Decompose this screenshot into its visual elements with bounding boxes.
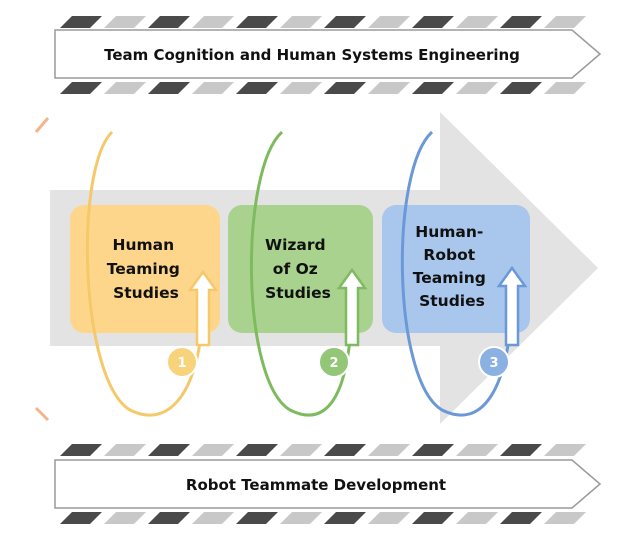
stage-1-label: Human Teaming Studies	[107, 236, 186, 302]
banner-stripe	[500, 82, 542, 94]
banner-stripe	[280, 16, 322, 28]
banner-stripe	[104, 444, 146, 456]
top-banner-stripes-lower	[60, 82, 586, 94]
banner-stripe	[60, 444, 102, 456]
stage-2-label-line: Studies	[265, 284, 331, 302]
stage-1-label-line: Human	[112, 236, 174, 254]
banner-stripe	[236, 512, 278, 524]
top-banner-stripes-upper	[60, 16, 586, 28]
left-edge-mark-bottom	[34, 406, 50, 422]
banner-stripe	[192, 16, 234, 28]
banner-stripe	[500, 444, 542, 456]
banner-stripe	[368, 444, 410, 456]
banner-stripe	[236, 82, 278, 94]
top-banner-box	[54, 29, 602, 79]
stage-3-label-line: Studies	[419, 292, 485, 310]
banner-stripe	[60, 512, 102, 524]
banner-stripe	[192, 444, 234, 456]
stage-1: Human Teaming Studies 1	[70, 130, 220, 417]
banner-stripe	[500, 512, 542, 524]
stage-1-number: 1	[177, 356, 186, 371]
banner-stripe	[148, 16, 190, 28]
top-banner: Team Cognition and Human Systems Enginee…	[54, 16, 602, 94]
banner-stripe	[456, 444, 498, 456]
stage-2-number: 2	[329, 356, 338, 371]
banner-stripe	[104, 82, 146, 94]
stage-3-arrowhead	[496, 265, 528, 347]
banner-stripe	[236, 444, 278, 456]
banner-stripe	[544, 82, 586, 94]
banner-stripe	[500, 16, 542, 28]
stage-1-arrowhead	[187, 269, 219, 347]
stage-2-arrowhead	[336, 267, 368, 347]
stage-1-number-badge	[166, 346, 198, 378]
banner-stripe	[192, 82, 234, 94]
banner-stripe	[324, 444, 366, 456]
banner-stripe	[412, 82, 454, 94]
banner-stripe	[412, 444, 454, 456]
stage-3-label-line: Robot	[423, 246, 475, 264]
top-banner-label: Team Cognition and Human Systems Enginee…	[104, 46, 520, 64]
banner-stripe	[324, 16, 366, 28]
banner-stripe	[412, 16, 454, 28]
banner-stripe	[324, 512, 366, 524]
stage-2-number-badge	[318, 346, 350, 378]
bottom-banner-label: Robot Teammate Development	[186, 476, 446, 494]
stage-3-number-badge	[478, 346, 510, 378]
banner-stripe	[456, 82, 498, 94]
banner-stripe	[368, 82, 410, 94]
banner-stripe	[148, 82, 190, 94]
bottom-banner-stripes-lower	[60, 512, 586, 524]
stage-3-box	[382, 205, 530, 333]
banner-stripe	[192, 512, 234, 524]
stage-2-box	[228, 205, 373, 333]
banner-stripe	[456, 512, 498, 524]
bottom-banner-stripes-upper	[60, 444, 586, 456]
banner-stripe	[104, 512, 146, 524]
stage-1-label-line: Teaming	[107, 260, 180, 278]
stage-2-label-line: Wizard	[265, 236, 326, 254]
banner-stripe	[104, 16, 146, 28]
banner-stripe	[148, 512, 190, 524]
stage-2-label-line: of Oz	[273, 260, 318, 278]
banner-stripe	[280, 82, 322, 94]
banner-stripe	[544, 16, 586, 28]
banner-stripe	[456, 16, 498, 28]
banner-stripe	[368, 16, 410, 28]
banner-stripe	[280, 512, 322, 524]
banner-stripe	[544, 512, 586, 524]
bottom-banner: Robot Teammate Development	[54, 444, 602, 524]
banner-stripe	[368, 512, 410, 524]
banner-stripe	[60, 82, 102, 94]
stage-3: Human- Robot Teaming Studies 3	[382, 130, 530, 417]
stage-1-box	[70, 205, 220, 333]
stage-3-label: Human- Robot Teaming Studies	[413, 223, 492, 310]
stage-1-label-line: Studies	[113, 284, 179, 302]
banner-stripe	[148, 444, 190, 456]
banner-stripe	[544, 444, 586, 456]
left-edge-mark-top	[34, 117, 50, 133]
stage-3-label-line: Teaming	[413, 269, 486, 287]
banner-stripe	[412, 512, 454, 524]
banner-stripe	[60, 16, 102, 28]
banner-stripe	[280, 444, 322, 456]
stage-3-label-line: Human-	[415, 223, 483, 241]
stage-2: Wizard of Oz Studies 2	[228, 130, 373, 417]
banner-stripe	[236, 16, 278, 28]
banner-stripe	[324, 82, 366, 94]
stage-2-label: Wizard of Oz Studies	[265, 236, 331, 302]
stage-3-number: 3	[489, 356, 498, 371]
bottom-banner-box	[54, 459, 602, 509]
